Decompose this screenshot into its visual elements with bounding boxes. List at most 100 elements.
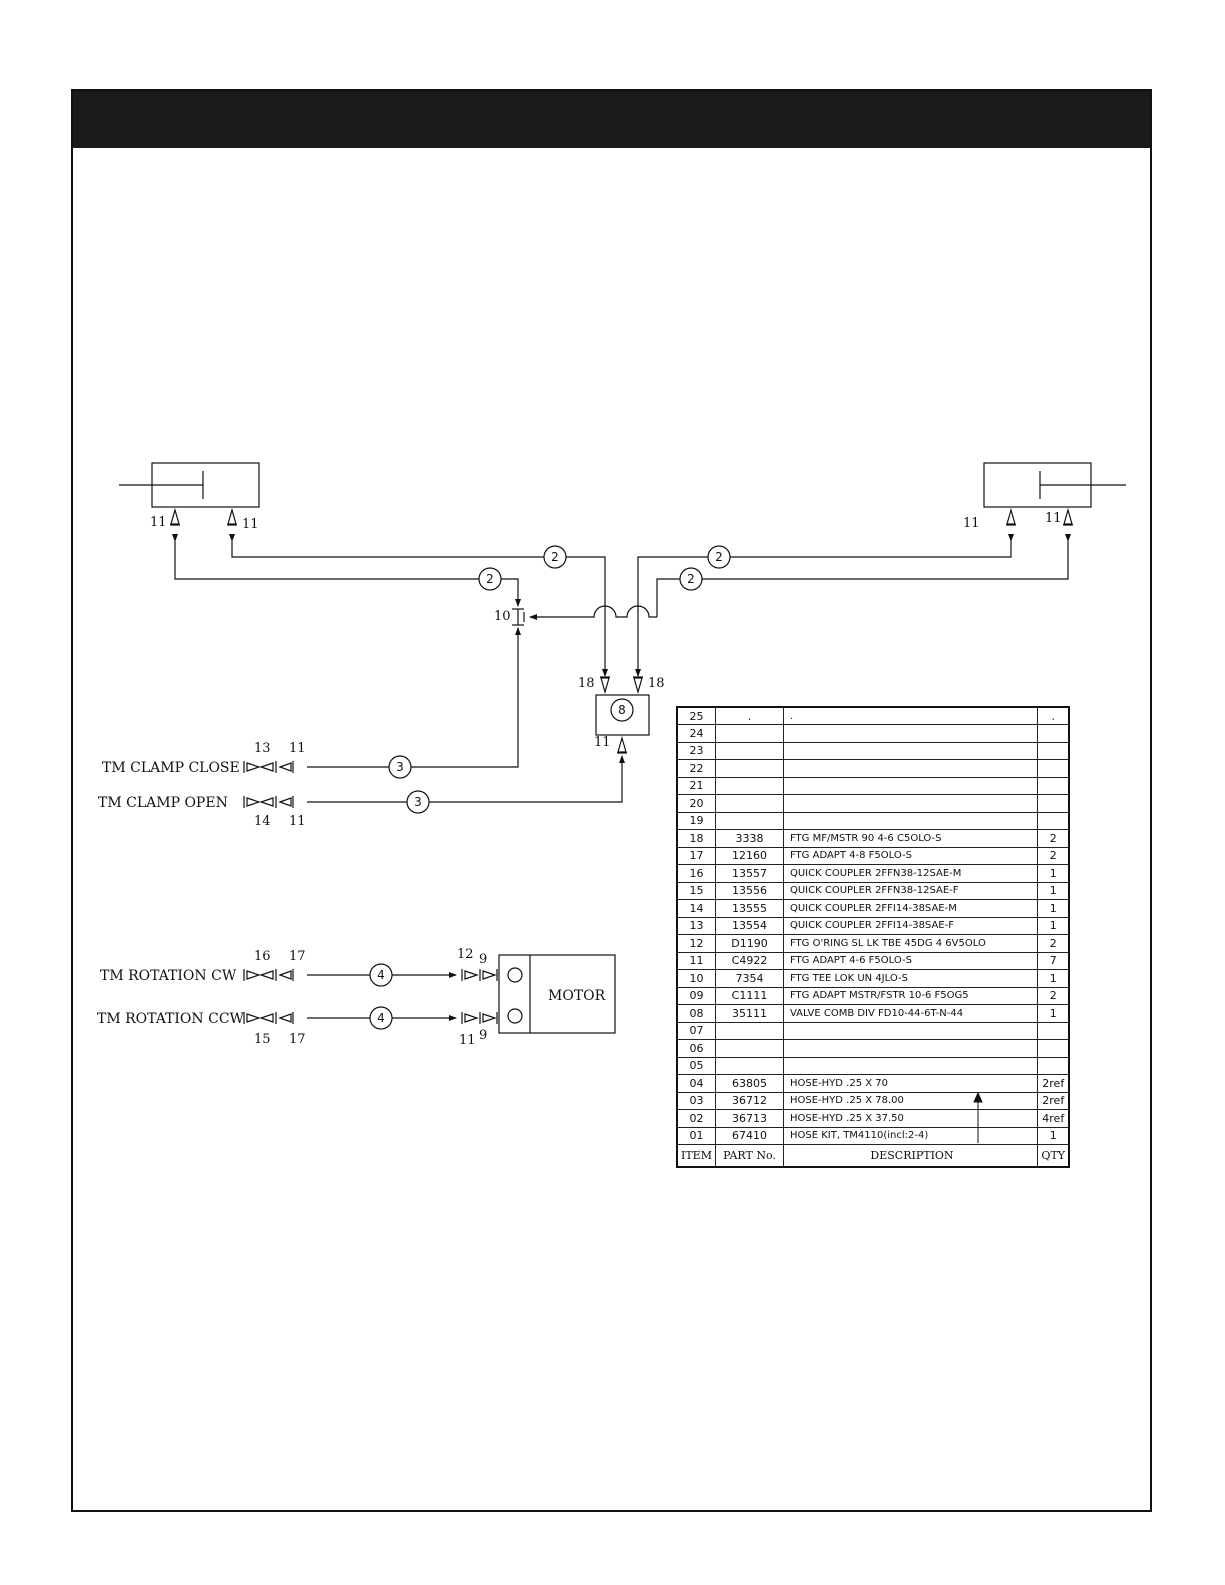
divider-valve <box>595 694 650 736</box>
right-cylinder <box>983 462 1126 508</box>
table-cell-item: 06 <box>676 1039 716 1058</box>
table-cell-item: 10 <box>676 969 716 988</box>
table-cell-desc <box>782 776 1038 795</box>
hose-line <box>635 534 1014 677</box>
table-cell-desc: FTG ADAPT 4-8 F5OLO-S <box>782 846 1038 865</box>
callout: 9 <box>479 1028 487 1043</box>
table-cell-part <box>714 794 784 813</box>
callout: 18 <box>578 676 595 691</box>
fitting-symbol <box>1006 507 1016 526</box>
table-cell-part <box>714 1039 784 1058</box>
hose-line <box>307 755 625 803</box>
table-cell-desc: QUICK COUPLER 2FFI14-38SAE-F <box>782 916 1038 935</box>
hose-tag-circle <box>707 545 731 569</box>
table-row: 23 <box>676 741 1070 760</box>
table-cell-desc: HOSE-HYD .25 X 37.50 <box>782 1109 1038 1128</box>
table-cell-part: 67410 <box>714 1126 784 1145</box>
clamp-close-label: TM CLAMP CLOSE <box>102 760 240 776</box>
quick-coupler-symbol <box>243 796 294 808</box>
table-cell-desc: FTG ADAPT 4-6 F5OLO-S <box>782 951 1038 970</box>
table-cell-item: 14 <box>676 899 716 918</box>
table-cell-desc: FTG TEE LOK UN 4JLO-S <box>782 969 1038 988</box>
table-cell-desc <box>782 1056 1038 1075</box>
callout: 15 <box>254 1032 271 1047</box>
motor-label: MOTOR <box>548 988 606 1004</box>
table-cell-part: 13557 <box>714 864 784 883</box>
callout: 11 <box>289 741 306 756</box>
table-cell-qty <box>1036 724 1070 743</box>
table-cell-qty: 2 <box>1036 934 1070 953</box>
table-cell-desc: FTG MF/MSTR 90 4-6 C5OLO-S <box>782 829 1038 848</box>
table-cell-item: 02 <box>676 1109 716 1128</box>
table-cell-part: . <box>714 706 784 725</box>
hose-tag-number: 2 <box>687 572 695 586</box>
table-header-part: PART No. <box>714 1144 784 1167</box>
table-cell-item: 05 <box>676 1056 716 1075</box>
fitting-symbol <box>600 676 610 695</box>
table-cell-part <box>714 1021 784 1040</box>
table-cell-item: 21 <box>676 776 716 795</box>
callout: 12 <box>457 947 474 962</box>
table-cell-qty: 7 <box>1036 951 1070 970</box>
motor-fitting-symbol <box>461 1012 498 1024</box>
table-cell-desc: HOSE-HYD .25 X 70 <box>782 1074 1038 1093</box>
table-cell-desc <box>782 741 1038 760</box>
tee-fitting <box>512 608 525 626</box>
table-cell-desc <box>782 759 1038 778</box>
table-cell-part <box>714 776 784 795</box>
table-cell-desc: FTG ADAPT MSTR/FSTR 10-6 F5OG5 <box>782 986 1038 1005</box>
table-cell-desc: HOSE KIT, TM4110(incl:2-4) <box>782 1126 1038 1145</box>
table-cell-qty: 2ref <box>1036 1091 1070 1110</box>
table-cell-qty: 2 <box>1036 846 1070 865</box>
table-cell-part: C1111 <box>714 986 784 1005</box>
hose-tag-circle <box>679 567 703 591</box>
table-cell-part: 63805 <box>714 1074 784 1093</box>
callout: 18 <box>648 676 665 691</box>
table-cell-item: 01 <box>676 1126 716 1145</box>
table-cell-part: 13556 <box>714 881 784 900</box>
table-cell-part <box>714 741 784 760</box>
callout: 11 <box>963 516 980 531</box>
table-cell-item: 20 <box>676 794 716 813</box>
table-cell-qty: 1 <box>1036 916 1070 935</box>
table-cell-desc: HOSE-HYD .25 X 78.00 <box>782 1091 1038 1110</box>
hose-tag-circle <box>406 790 430 814</box>
table-row: 25... <box>676 706 1070 725</box>
table-cell-part: 36713 <box>714 1109 784 1128</box>
table-row: 19 <box>676 811 1070 830</box>
hose-line <box>656 534 1071 617</box>
hose-tag-circle <box>369 1006 393 1030</box>
table-cell-desc: FTG O'RING SL LK TBE 45DG 4 6V5OLO <box>782 934 1038 953</box>
callout: 9 <box>479 952 487 967</box>
callout: 10 <box>494 609 511 624</box>
header-bar <box>73 91 1150 148</box>
table-cell-item: 16 <box>676 864 716 883</box>
table-cell-qty: . <box>1036 706 1070 725</box>
table-row: 20 <box>676 794 1070 813</box>
left-cylinder <box>119 462 260 508</box>
table-cell-qty: 1 <box>1036 899 1070 918</box>
hose-line <box>172 534 521 607</box>
table-cell-item: 17 <box>676 846 716 865</box>
table-row: 06 <box>676 1039 1070 1058</box>
table-cell-item: 04 <box>676 1074 716 1093</box>
callout: 16 <box>254 949 271 964</box>
table-cell-desc: . <box>782 706 1038 725</box>
table-cell-qty <box>1036 759 1070 778</box>
hose-tag-circle <box>369 963 393 987</box>
table-cell-desc <box>782 794 1038 813</box>
table-cell-item: 13 <box>676 916 716 935</box>
quick-coupler-symbol <box>243 969 294 981</box>
callout: 11 <box>459 1033 476 1048</box>
table-cell-part <box>714 1056 784 1075</box>
table-cell-part: D1190 <box>714 934 784 953</box>
